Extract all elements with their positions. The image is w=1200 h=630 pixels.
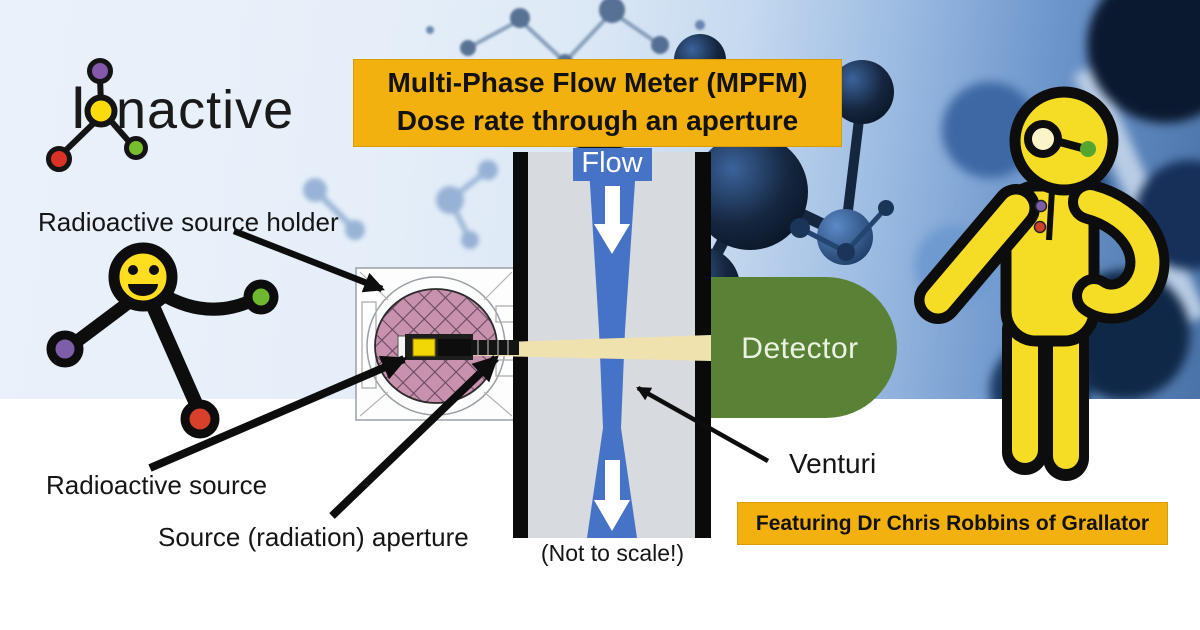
detector-shape (711, 277, 897, 418)
molecule-o-icon (46, 58, 148, 172)
green-dot-face (1080, 141, 1096, 157)
ionactive-logo: I nactive (46, 58, 294, 172)
radioactive-source-square (412, 338, 436, 357)
flow-label-box (573, 148, 652, 181)
aperture-arrow (329, 355, 499, 519)
flow-label: Flow (581, 147, 643, 179)
molecule-cluster-small (790, 200, 894, 261)
title-line1: Multi-Phase Flow Meter (MPFM) (387, 67, 808, 98)
aperture-callout: Source (radiation) aperture (158, 522, 469, 552)
flow-arrow-bottom-icon (594, 460, 630, 531)
mascot-head (108, 242, 178, 312)
holder-arrow (232, 227, 385, 293)
detector-label: Detector (741, 332, 859, 365)
source-holder-callout: Radioactive source holder (38, 207, 339, 237)
molecule-cluster-midleft (303, 160, 498, 249)
molecule-smiley-mascot-icon (46, 242, 279, 439)
venturi-arrow (636, 386, 770, 463)
source-capsule (397, 334, 519, 360)
not-to-scale-note: (Not to scale!) (540, 540, 685, 566)
source-arrow (148, 355, 408, 472)
molecule-eyeglass (1024, 120, 1062, 158)
footer-banner: Featuring Dr Chris Robbins of Grallator (737, 502, 1168, 545)
molecule-cluster-top (426, 0, 705, 70)
source-callout: Radioactive source (46, 470, 268, 500)
mascot-smile (128, 284, 158, 296)
red-atom (180, 399, 220, 439)
logo-text-suffix: nactive (116, 80, 294, 140)
callout-arrows (148, 227, 770, 519)
yellow-scientist-mascot-icon (914, 86, 1170, 481)
flow-arrow-top-icon (594, 186, 630, 254)
green-atom (243, 279, 279, 315)
title-banner: Multi-Phase Flow Meter (MPFM) Dose rate … (353, 59, 842, 147)
title-line2: Dose rate through an aperture (396, 105, 799, 136)
purple-atom (46, 330, 84, 368)
logo-text-prefix: I (70, 74, 87, 141)
venturi-callout: Venturi (789, 448, 877, 479)
